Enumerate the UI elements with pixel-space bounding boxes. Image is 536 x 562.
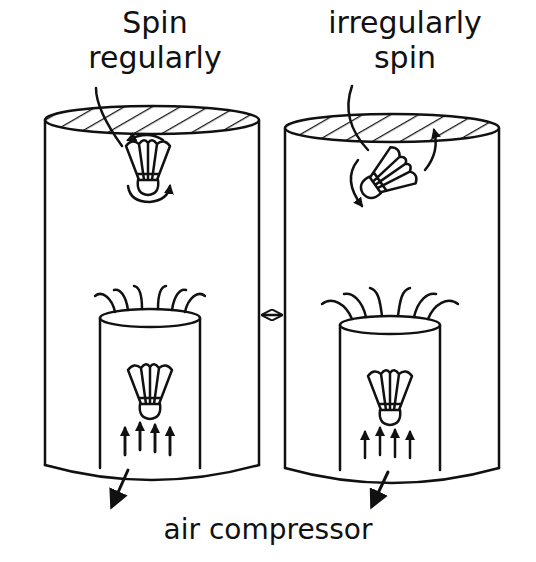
label-text: Spin regularly xyxy=(70,6,240,75)
cylinder-bottom xyxy=(45,465,259,480)
tube-side xyxy=(99,318,102,468)
airflow-arrow xyxy=(394,430,397,457)
airflow-arrow xyxy=(154,425,157,452)
air-curls xyxy=(322,288,458,319)
airflow-arrow xyxy=(169,428,172,455)
tube-side xyxy=(199,318,202,468)
compressor-arrow xyxy=(112,470,128,506)
label-text: air compressor xyxy=(0,514,536,546)
left-cylinder xyxy=(45,106,259,480)
cylinder-side xyxy=(498,128,501,468)
cylinder-side xyxy=(284,128,287,468)
cylinder-side xyxy=(44,120,47,465)
cylinder-top xyxy=(285,114,499,142)
airflow-arrow xyxy=(364,432,367,458)
airflow-arrows xyxy=(125,423,170,455)
rotation-arrow xyxy=(425,130,436,170)
tube-top xyxy=(340,316,440,334)
tube-side xyxy=(439,325,442,470)
air-curls xyxy=(95,286,205,312)
airflow-arrow xyxy=(409,432,412,458)
compressor-arrow xyxy=(372,472,388,506)
cylinder-top xyxy=(45,106,259,134)
airflow-arrow xyxy=(379,428,382,455)
shuttlecock xyxy=(128,364,172,419)
airflow-arrow xyxy=(139,423,142,450)
tube-side xyxy=(339,325,342,470)
air-tube xyxy=(95,286,205,468)
right-cylinder xyxy=(285,114,499,483)
shuttlecock xyxy=(126,140,170,195)
rotation-arrow xyxy=(351,160,362,206)
shuttlecock xyxy=(350,144,420,211)
air-tube xyxy=(322,288,458,470)
double-arrow xyxy=(263,314,281,317)
label-text: irregularly spin xyxy=(305,6,505,75)
shuttlecock xyxy=(368,370,412,425)
cylinder-side xyxy=(258,120,261,465)
airflow-arrow xyxy=(124,428,127,455)
leader-line xyxy=(96,88,122,146)
cylinder-bottom xyxy=(285,468,499,483)
leader-line xyxy=(348,86,368,150)
rotation-arrow xyxy=(128,186,170,202)
rotation-arrow xyxy=(128,135,163,140)
